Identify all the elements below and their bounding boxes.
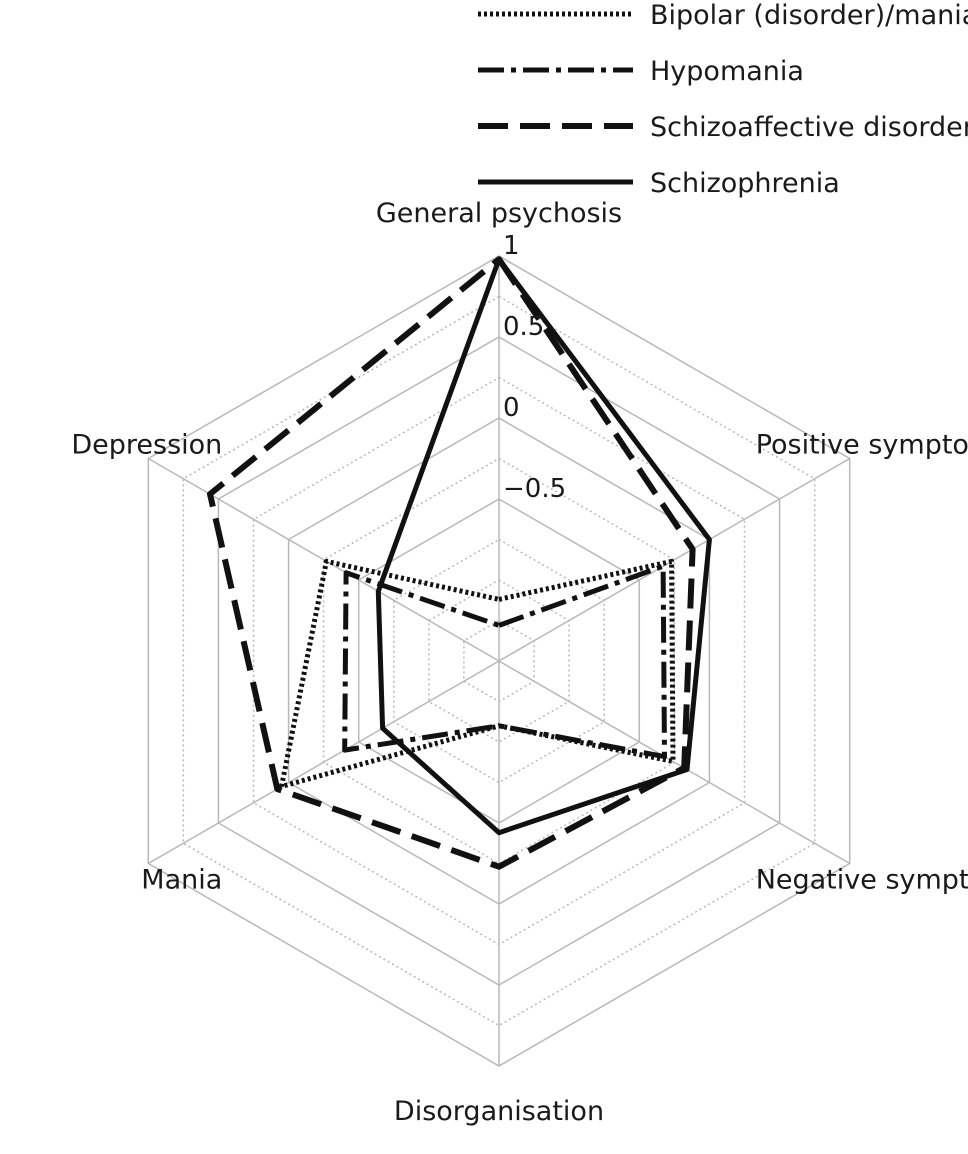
axis-label: Mania [141,865,222,896]
series-line-schizophrenia [375,256,712,836]
grid-spoke [147,457,500,662]
series-line-schizoaffective-disorder [207,256,696,870]
axis-label: Positive symptoms [756,430,968,461]
radial-tick-label: −0.5 [503,474,566,504]
radial-tick-label: 0 [503,393,520,423]
series-line-hypomania [342,563,667,760]
radial-tick-label: 0.5 [503,312,544,342]
radar-grid [147,255,851,1067]
legend: Bipolar (disorder)/maniaHypomaniaSchizoa… [478,0,968,199]
legend-label: Schizoaffective disorder [650,112,968,143]
grid-spoke [147,660,500,865]
series-line-bipolar-disorder-mania [279,558,676,789]
axis-label: General psychosis [376,198,622,229]
radial-tick-labels: 1 0.5 0 −0.5 [503,231,566,504]
grid-spoke [498,660,851,865]
axis-label: Disorganisation [394,1096,604,1127]
axis-label: Negative symptoms [756,865,968,896]
radial-tick-label: 1 [503,231,520,261]
legend-label: Bipolar (disorder)/mania [650,0,968,31]
legend-label: Hypomania [650,56,804,87]
grid-spoke [498,457,851,662]
radar-series [207,256,712,870]
axis-label: Depression [71,430,222,461]
legend-label: Schizophrenia [650,168,840,199]
